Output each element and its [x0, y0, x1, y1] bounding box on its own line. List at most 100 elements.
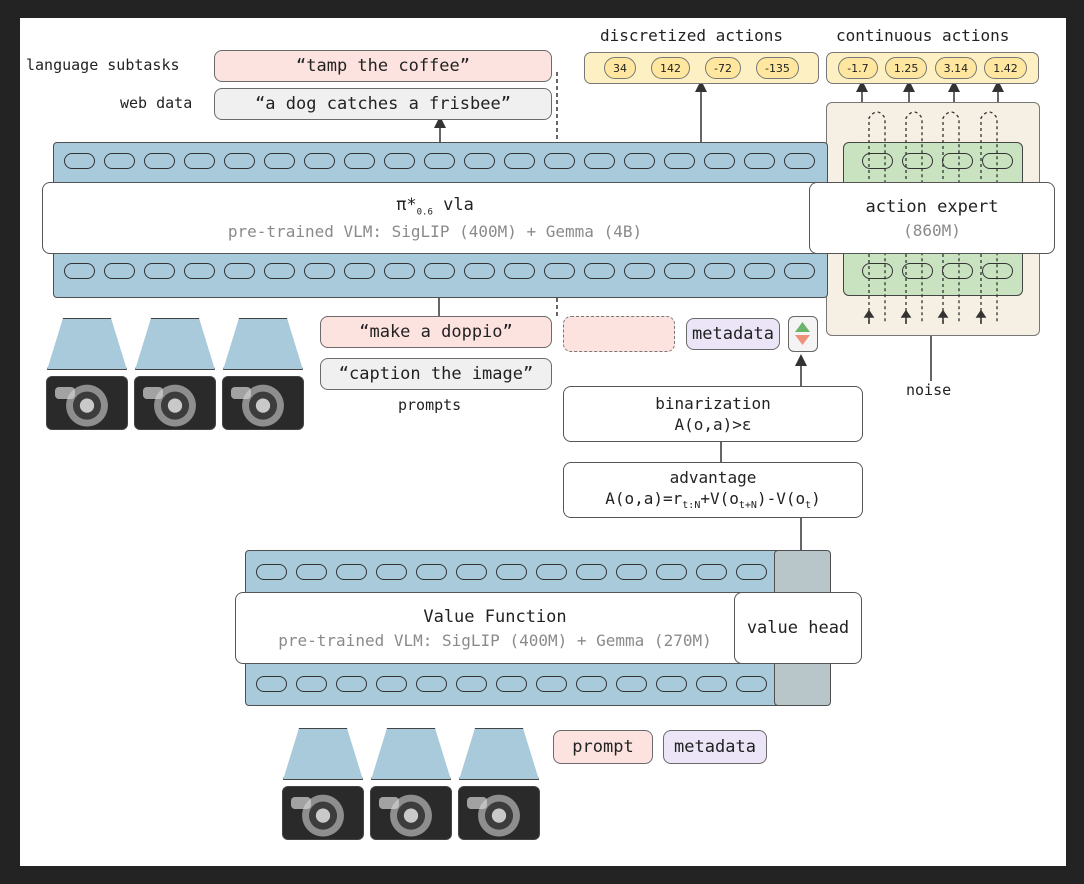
up-down-indicator-icon: [795, 322, 810, 345]
token: [656, 676, 687, 692]
binarization-formula: A(o,a)>ε: [674, 415, 752, 434]
camera-3: [223, 318, 303, 370]
token: [576, 676, 607, 692]
value-metadata-input: metadata: [663, 730, 767, 764]
token: [696, 676, 727, 692]
discretized-action-1: 142: [651, 57, 690, 79]
prompt-make-doppio: “make a doppio”: [320, 316, 552, 348]
token: [264, 153, 295, 169]
value-head-box: value head: [734, 592, 862, 664]
value-head-label: value head: [746, 618, 850, 638]
token: [144, 263, 175, 279]
value-camera-2: [371, 728, 451, 780]
vla-subtitle: pre-trained VLM: SigLIP (400M) + Gemma (…: [227, 221, 643, 241]
token: [584, 153, 615, 169]
continuous-actions-box: -1.7 1.25 3.14 1.42: [826, 52, 1039, 84]
token: [656, 564, 687, 580]
token: [664, 153, 695, 169]
value-camera-image-1: [282, 786, 364, 840]
vla-tokens-bottom: [64, 263, 815, 279]
token: [696, 564, 727, 580]
token: [464, 153, 495, 169]
token: [616, 676, 647, 692]
token: [224, 263, 255, 279]
camera-image-1: [46, 376, 128, 430]
token: [744, 153, 775, 169]
token: [504, 153, 535, 169]
token: [736, 676, 767, 692]
continuous-action-0: -1.7: [838, 57, 878, 79]
token: [64, 153, 95, 169]
vla-title-suffix: vla: [432, 195, 474, 216]
token: [384, 263, 415, 279]
diagram-canvas: language subtasks web data “tamp the cof…: [20, 18, 1066, 866]
token: [744, 263, 775, 279]
token: [424, 263, 455, 279]
token: [784, 153, 815, 169]
value-prompt-input: prompt: [553, 730, 653, 764]
token: [104, 263, 135, 279]
action-expert-title: action expert: [865, 196, 999, 217]
token: [704, 153, 735, 169]
token: [424, 153, 455, 169]
token: [464, 263, 495, 279]
continuous-action-1: 1.25: [884, 57, 928, 79]
token: [456, 676, 487, 692]
vla-title-subscript: 0.6: [416, 207, 433, 218]
token: [344, 153, 375, 169]
discretized-action-3: -135: [755, 57, 799, 79]
advantage-box: advantage A(o,a)=rt:N+V(ot+N)-V(ot): [563, 462, 863, 518]
token: [64, 263, 95, 279]
advantage-formula: A(o,a)=rt:N+V(ot+N)-V(ot): [605, 489, 821, 512]
token: [704, 263, 735, 279]
camera-1: [47, 318, 127, 370]
token: [376, 676, 407, 692]
action-expert-tokens-top: [862, 153, 1013, 169]
token: [736, 564, 767, 580]
token: [496, 564, 527, 580]
continuous-action-3: 1.42: [984, 57, 1027, 79]
advantage-title: advantage: [669, 468, 757, 488]
vla-model-box: π*0.6 vla pre-trained VLM: SigLIP (400M)…: [42, 182, 828, 254]
continuous-actions-label: continuous actions: [836, 26, 1010, 45]
noise-label: noise: [906, 381, 952, 399]
token: [616, 564, 647, 580]
token: [104, 153, 135, 169]
token: [784, 263, 815, 279]
action-expert-box: action expert (860M): [809, 182, 1055, 254]
prompt-caption-image: “caption the image”: [320, 358, 552, 390]
advantage-indicator: [788, 316, 818, 352]
value-camera-image-2: [370, 786, 452, 840]
token: [336, 676, 367, 692]
token: [536, 564, 567, 580]
token: [336, 564, 367, 580]
token: [296, 564, 327, 580]
value-camera-3: [459, 728, 539, 780]
action-expert-subtitle: (860M): [903, 220, 961, 240]
token: [544, 263, 575, 279]
token: [664, 263, 695, 279]
token: [256, 564, 287, 580]
value-function-box: Value Function pre-trained VLM: SigLIP (…: [235, 592, 755, 664]
token: [456, 564, 487, 580]
token: [584, 263, 615, 279]
token: [496, 676, 527, 692]
token: [296, 676, 327, 692]
vla-tokens-top: [64, 153, 815, 169]
token: [304, 153, 335, 169]
token: [624, 263, 655, 279]
token: [224, 153, 255, 169]
token: [184, 153, 215, 169]
camera-2: [135, 318, 215, 370]
token: [264, 263, 295, 279]
token: [344, 263, 375, 279]
empty-subtask-slot: [563, 316, 675, 352]
web-data-output: “a dog catches a frisbee”: [214, 88, 552, 120]
camera-image-2: [134, 376, 216, 430]
value-function-subtitle: pre-trained VLM: SigLIP (400M) + Gemma (…: [278, 630, 712, 650]
token: [624, 153, 655, 169]
discretized-action-2: -72: [705, 57, 741, 79]
language-subtask-output: “tamp the coffee”: [214, 50, 552, 82]
token: [544, 153, 575, 169]
token: [184, 263, 215, 279]
